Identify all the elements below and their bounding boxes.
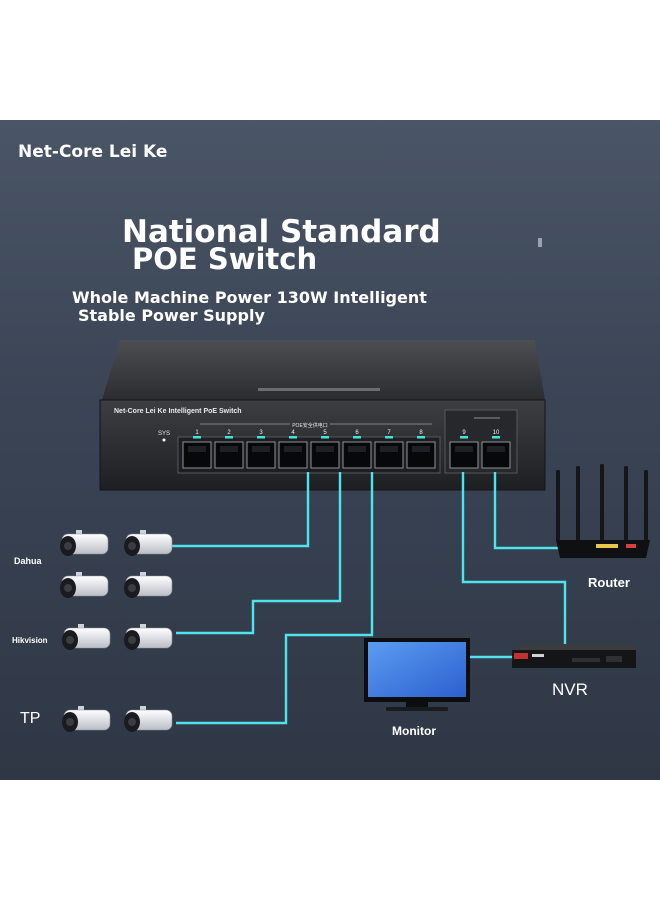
poe-port-2 (214, 441, 244, 469)
subtitle-line-1: Whole Machine Power 130W Intelligent (72, 288, 427, 307)
monitor-neck (406, 702, 428, 708)
port-led-8 (417, 436, 425, 439)
brand-name: Net-Core Lei Ke (18, 142, 168, 162)
sys-led (162, 438, 166, 442)
indicator-mark (538, 238, 542, 247)
router-antenna (644, 470, 648, 542)
port-contacts-2 (220, 446, 238, 452)
nvr-brand-mark (532, 654, 544, 657)
sys-label: SYS (158, 431, 170, 437)
poe-group-label: POE安全供电口 (292, 422, 328, 429)
dahua-camera (60, 572, 109, 598)
cable-port-4-dahua (172, 472, 310, 548)
monitor-screen (368, 642, 466, 697)
hikvision-camera (124, 624, 173, 650)
nvr-top (514, 644, 636, 650)
dahua-label: Dahua (14, 556, 42, 566)
router-leds (596, 544, 618, 548)
hikvision-label: Hikvision (12, 636, 48, 645)
port-number-4: 4 (291, 430, 295, 436)
dahua-camera (124, 530, 173, 556)
router-led-red (626, 544, 636, 548)
port-contacts-10 (487, 446, 505, 452)
nvr-logo (514, 653, 528, 659)
port-number-2: 2 (227, 430, 231, 436)
port-led-1 (193, 436, 201, 439)
port-contacts-7 (380, 446, 398, 452)
monitor-label: Monitor (392, 724, 436, 738)
router-label: Router (588, 575, 630, 590)
port-led-5 (321, 436, 329, 439)
port-led-4 (289, 436, 297, 439)
nvr (512, 644, 636, 668)
port-number-10: 10 (493, 430, 500, 436)
router-antenna (624, 466, 628, 542)
port-number-8: 8 (419, 430, 423, 436)
poe-port-5 (310, 441, 340, 469)
tp-camera (62, 706, 111, 732)
poe-switch: Net-Core Lei Ke Intelligent PoE Switch S… (99, 340, 546, 491)
port-led-10 (492, 436, 500, 439)
cables (172, 472, 567, 725)
cable-port-9-nvr (461, 472, 567, 646)
dahua-camera (124, 572, 173, 598)
headline-line-1: National Standard (122, 214, 441, 250)
dahua-camera (60, 530, 109, 556)
port-number-9: 9 (462, 430, 466, 436)
nvr-display (606, 656, 622, 662)
uplink-port-10 (481, 441, 511, 469)
product-banner: Net-Core Lei Ke National Standard POE Sw… (0, 120, 660, 780)
router-body (556, 540, 650, 558)
port-number-6: 6 (355, 430, 359, 436)
port-contacts-4 (284, 446, 302, 452)
port-contacts-5 (316, 446, 334, 452)
port-contacts-3 (252, 446, 270, 452)
poe-port-4 (278, 441, 308, 469)
hikvision-camera (62, 624, 111, 650)
port-led-6 (353, 436, 361, 439)
switch-top-panel (102, 340, 545, 400)
monitor (364, 638, 470, 711)
port-contacts-6 (348, 446, 366, 452)
port-led-7 (385, 436, 393, 439)
poe-port-7 (374, 441, 404, 469)
port-contacts-8 (412, 446, 430, 452)
subtitle-line-2: Stable Power Supply (78, 306, 265, 325)
network-diagram: Net-Core Lei Ke Intelligent PoE Switch S… (60, 238, 650, 732)
router-antenna (600, 464, 604, 542)
switch-top-slot (258, 388, 380, 391)
port-number-1: 1 (195, 430, 199, 436)
switch-label: Net-Core Lei Ke Intelligent PoE Switch (114, 408, 242, 415)
router-antenna (576, 466, 580, 542)
uplink-port-9 (449, 441, 479, 469)
poe-port-1 (182, 441, 212, 469)
router-antenna (556, 470, 560, 542)
headline-line-2: POE Switch (132, 242, 318, 276)
port-led-3 (257, 436, 265, 439)
port-number-3: 3 (259, 430, 263, 436)
poe-port-8 (406, 441, 436, 469)
cable-port-6-tp (176, 472, 374, 725)
nvr-label: NVR (552, 680, 588, 699)
port-number-7: 7 (387, 430, 391, 436)
poe-port-6 (342, 441, 372, 469)
monitor-base (386, 707, 448, 711)
port-contacts-9 (455, 446, 473, 452)
tp-camera (124, 706, 173, 732)
nvr-slot (572, 658, 600, 662)
port-led-2 (225, 436, 233, 439)
port-led-9 (460, 436, 468, 439)
poe-port-3 (246, 441, 276, 469)
router (556, 464, 650, 558)
cable-port-5-hikvision (176, 472, 342, 635)
cable-port-10-router (493, 472, 560, 550)
port-number-5: 5 (323, 430, 327, 436)
port-contacts-1 (188, 446, 206, 452)
tp-label: TP (20, 710, 41, 727)
